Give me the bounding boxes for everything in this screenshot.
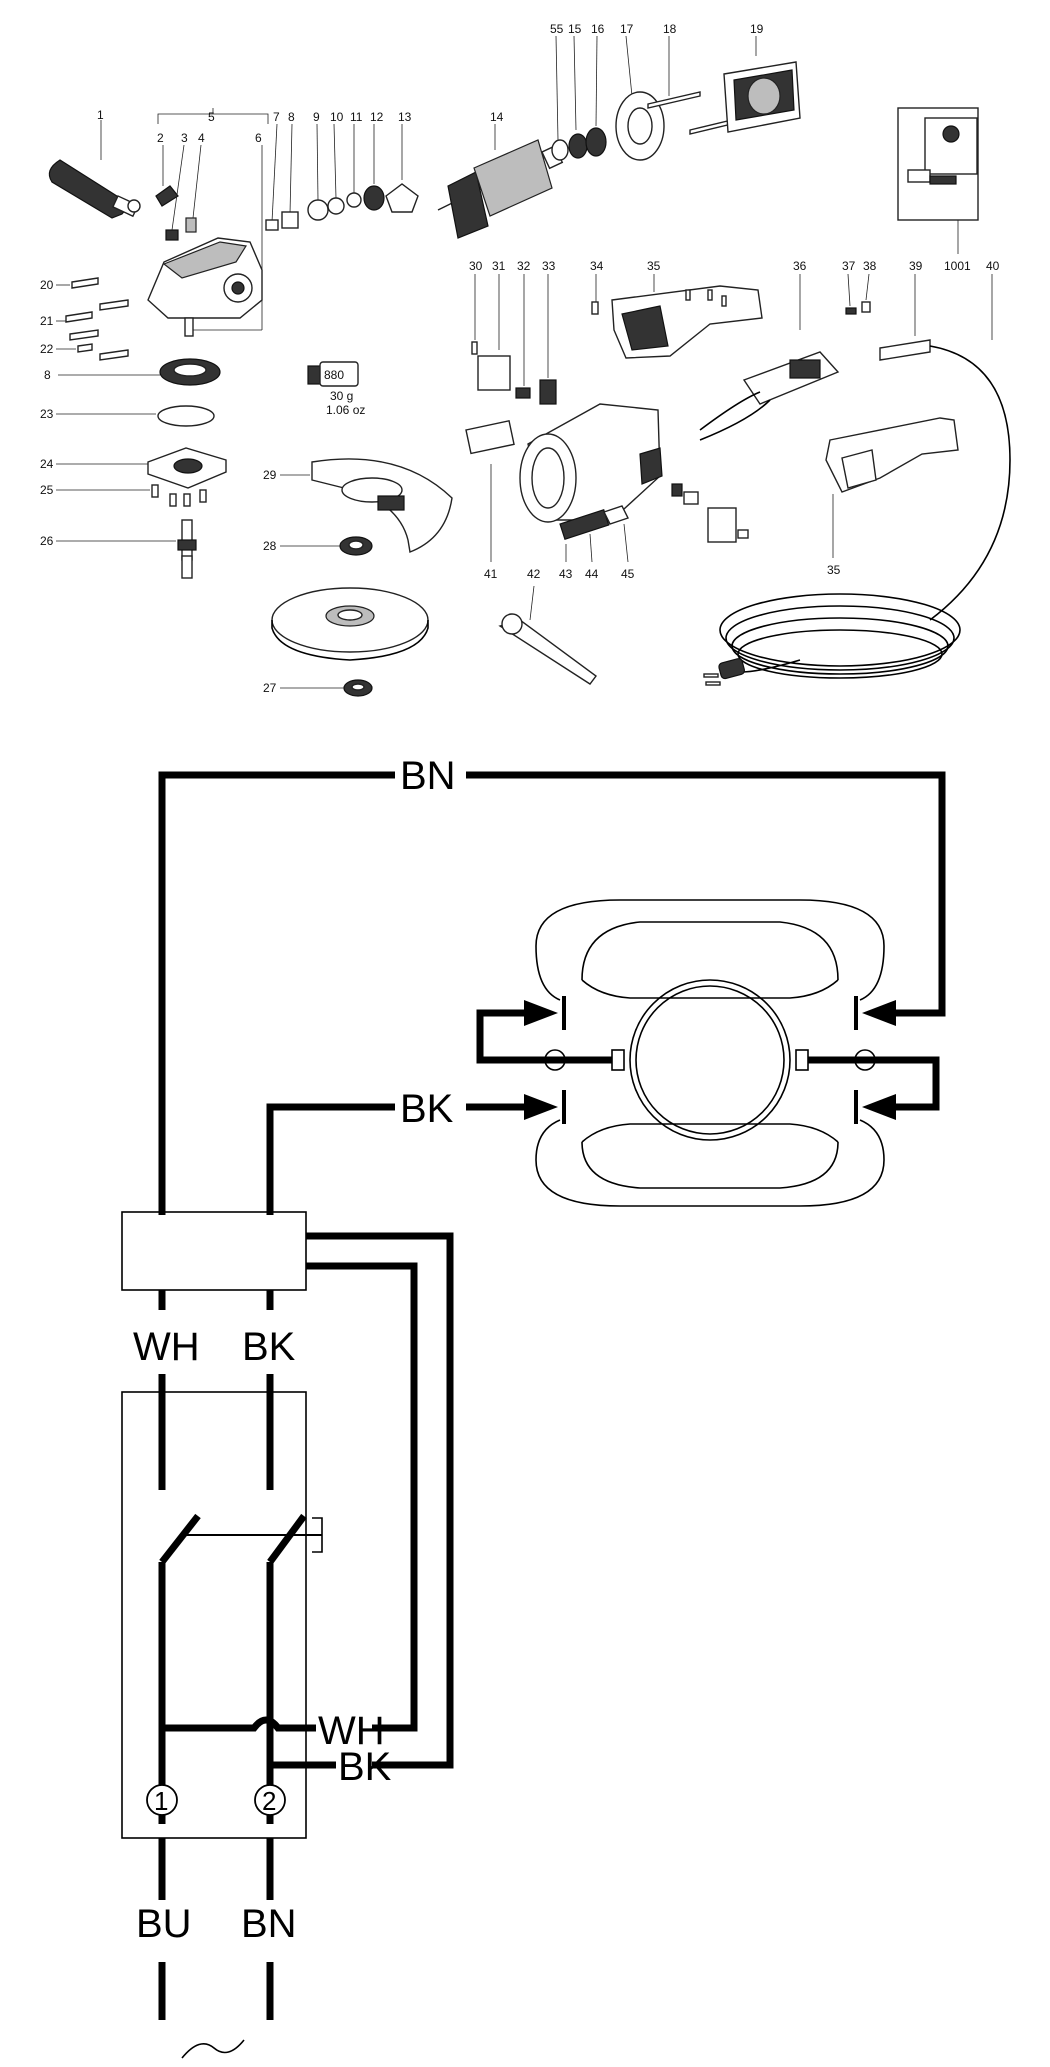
part-label-12: 12	[370, 110, 384, 124]
part-label-38: 38	[863, 259, 877, 273]
part-label-8: 8	[288, 110, 295, 124]
part-label-11: 11	[350, 110, 363, 124]
wiring-inset	[897, 107, 979, 221]
part-label-7: 7	[273, 110, 280, 124]
part-label-35b: 35	[827, 563, 841, 577]
part-label-43: 43	[559, 567, 573, 581]
brush-terminal-top-left	[524, 996, 566, 1030]
wire-label-bk-field: BK	[400, 1087, 454, 1131]
part-label-36: 36	[793, 259, 807, 273]
part-label-25: 25	[40, 483, 54, 497]
part-label-5: 5	[208, 110, 215, 124]
svg-text:2: 2	[262, 1786, 276, 1816]
wire-label-bu: BU	[136, 1902, 192, 1946]
exploded-view: 1 2 3 4 5 6 7 8 9 10 11 12	[40, 22, 1011, 697]
side-handle	[48, 120, 141, 219]
part-label-1: 1	[97, 108, 104, 122]
part-label-18: 18	[663, 22, 677, 36]
terminal-1: 1	[146, 1784, 178, 1816]
wire-label-wh-return: WH	[318, 1709, 385, 1753]
part-label-29: 29	[263, 468, 277, 482]
part-label-55: 55	[550, 22, 564, 36]
part-label-45: 45	[621, 567, 635, 581]
grease-weight-g: 30 g	[330, 389, 353, 403]
brush-terminal-bottom-left	[524, 1090, 566, 1124]
part-label-30: 30	[469, 259, 483, 273]
part-label-15: 15	[568, 22, 582, 36]
grinding-disc	[271, 587, 429, 661]
spring	[185, 217, 197, 233]
lock-nut	[165, 229, 179, 241]
part-label-8b: 8	[44, 368, 51, 382]
part-label-17: 17	[620, 22, 634, 36]
part-label-27: 27	[263, 681, 277, 695]
brush-terminal-bottom-right	[854, 1090, 896, 1124]
part-label-32: 32	[517, 259, 531, 273]
part-label-6: 6	[255, 131, 262, 145]
part-label-35: 35	[647, 259, 661, 273]
wire-label-wh: WH	[133, 1325, 200, 1369]
mains-plug	[703, 658, 746, 686]
ac-symbol	[181, 2039, 245, 2059]
part-label-26: 26	[40, 534, 54, 548]
part-label-19: 19	[750, 22, 764, 36]
suppressor-box	[121, 1211, 307, 1291]
brush-terminal-top-right	[854, 996, 896, 1030]
grease-weight-oz: 1.06 oz	[326, 403, 365, 417]
motor-housing	[519, 403, 663, 523]
wire-label-bk: BK	[242, 1325, 296, 1369]
part-label-40: 40	[986, 259, 1000, 273]
wire-label-bn-top: BN	[400, 754, 456, 798]
part-label-31: 31	[492, 259, 506, 273]
part-label-44: 44	[585, 567, 599, 581]
part-label-9: 9	[313, 110, 320, 124]
spindle-lock-lever	[155, 185, 179, 207]
svg-text:1: 1	[154, 1786, 168, 1816]
grease-tube: 880 30 g 1.06 oz	[307, 361, 365, 417]
part-label-33: 33	[542, 259, 556, 273]
power-cord	[719, 593, 961, 679]
part-label-23: 23	[40, 407, 54, 421]
part-label-10: 10	[330, 110, 344, 124]
part-label-13: 13	[398, 110, 412, 124]
part-label-37: 37	[842, 259, 856, 273]
switch-assembly	[699, 351, 840, 441]
part-label-28: 28	[263, 539, 277, 553]
wire-label-bn-supply: BN	[241, 1902, 297, 1946]
part-label-14: 14	[490, 110, 504, 124]
terminal-2: 2	[254, 1784, 286, 1816]
part-label-21: 21	[40, 314, 54, 328]
part-label-16: 16	[591, 22, 605, 36]
gear-housing	[147, 237, 263, 319]
motor-stator	[535, 899, 885, 1207]
part-label-41: 41	[484, 567, 498, 581]
part-label-39: 39	[909, 259, 923, 273]
part-label-1001: 1001	[944, 259, 971, 273]
brush-holder-parts	[671, 483, 749, 543]
grease-code: 880	[324, 368, 344, 382]
handle-half-cover	[825, 417, 959, 493]
double-pole-switch	[159, 1513, 323, 1565]
part-label-2: 2	[157, 131, 164, 145]
part-label-42: 42	[527, 567, 541, 581]
part-label-22: 22	[40, 342, 54, 356]
pin-spanner	[498, 613, 597, 685]
wheel-guard	[311, 458, 453, 553]
part-label-24: 24	[40, 457, 54, 471]
part-label-20: 20	[40, 278, 54, 292]
wiring-diagram: BN	[121, 754, 946, 2059]
part-label-4: 4	[198, 131, 205, 145]
armature	[437, 139, 564, 239]
wire-label-bk-return: BK	[338, 1745, 392, 1789]
switch-box	[121, 1391, 307, 1839]
part-label-3: 3	[181, 131, 188, 145]
part-label-34: 34	[590, 259, 604, 273]
field-coil	[723, 61, 801, 133]
